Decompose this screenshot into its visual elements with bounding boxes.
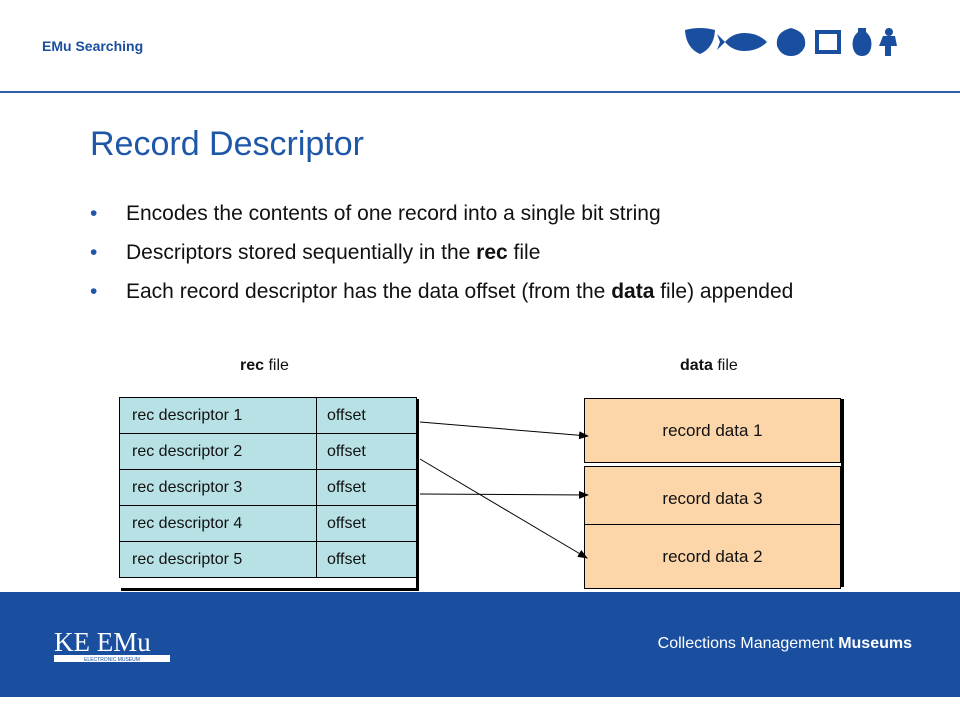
footer-bar: KE EMu ELECTRONIC MUSEUM Collections Man… xyxy=(0,592,960,697)
bullet-text-bold: rec xyxy=(476,241,508,264)
footer-tagline-bold: Museums xyxy=(838,635,912,652)
header-icon-strip xyxy=(685,28,897,56)
bullet-marker: • xyxy=(90,280,98,303)
bullet-text: Encodes the contents of one record into … xyxy=(126,202,661,225)
data-file-label: data file xyxy=(680,357,738,375)
rec-row: rec descriptor 5 offset xyxy=(119,541,417,578)
rec-descriptor-cell: rec descriptor 4 xyxy=(119,505,317,542)
rec-file-table: rec descriptor 1 offset rec descriptor 2… xyxy=(119,397,417,578)
bullet-text-bold: data xyxy=(611,280,655,303)
bullet-text-post: file) appended xyxy=(654,280,794,303)
logo-subtext: ELECTRONIC MUSEUM xyxy=(84,657,140,663)
bullet-list: • Encodes the contents of one record int… xyxy=(90,201,870,318)
rec-table-shadow xyxy=(121,588,419,591)
rec-offset-cell: offset xyxy=(316,469,417,506)
slide-title: Record Descriptor xyxy=(90,125,364,163)
leaf-icon xyxy=(776,28,806,56)
rec-descriptor-cell: rec descriptor 3 xyxy=(119,469,317,506)
rec-descriptor-cell: rec descriptor 2 xyxy=(119,433,317,470)
bullet-text-post: file xyxy=(507,241,541,264)
rec-descriptor-cell: rec descriptor 5 xyxy=(119,541,317,578)
bullet-item: • Each record descriptor has the data of… xyxy=(90,279,870,305)
data-block: record data 1 xyxy=(584,398,841,463)
data-block: record data 2 xyxy=(584,524,841,589)
rec-file-label-rest: file xyxy=(264,357,289,374)
rec-file-label: rec file xyxy=(240,357,289,375)
rec-offset-cell: offset xyxy=(316,505,417,542)
bullet-text-pre: Descriptors stored sequentially in the xyxy=(126,241,477,264)
mask-icon xyxy=(685,28,715,54)
rec-row: rec descriptor 2 offset xyxy=(119,433,417,470)
rec-row: rec descriptor 1 offset xyxy=(119,397,417,434)
offset-arrow-2 xyxy=(419,458,588,559)
bullet-text-pre: Each record descriptor has the data offs… xyxy=(126,280,612,303)
rec-row: rec descriptor 4 offset xyxy=(119,505,417,542)
vase-icon xyxy=(852,28,872,56)
bullet-item: • Descriptors stored sequentially in the… xyxy=(90,240,870,266)
ke-emu-logo: KE EMu ELECTRONIC MUSEUM xyxy=(54,627,170,663)
rec-row: rec descriptor 3 offset xyxy=(119,469,417,506)
footer-tagline-plain: Collections Management xyxy=(657,635,839,652)
rec-offset-cell: offset xyxy=(316,541,417,578)
fish-icon xyxy=(717,33,767,51)
bullet-item: • Encodes the contents of one record int… xyxy=(90,201,870,227)
rec-descriptor-cell: rec descriptor 1 xyxy=(119,397,317,434)
rec-offset-cell: offset xyxy=(316,397,417,434)
bullet-marker: • xyxy=(90,202,98,225)
figure-icon xyxy=(879,28,897,56)
data-file-label-rest: file xyxy=(712,357,738,374)
rec-file-label-bold: rec xyxy=(240,357,265,374)
data-file-shadow xyxy=(841,399,844,587)
footer-tagline: Collections Management Museums xyxy=(658,635,912,653)
rec-table-shadow xyxy=(416,399,419,590)
header-title: EMu Searching xyxy=(42,38,144,54)
data-block: record data 3 xyxy=(584,466,841,531)
frame-icon xyxy=(815,30,841,54)
bottom-margin xyxy=(0,697,960,720)
logo-text: KE EMu xyxy=(54,627,151,657)
offset-arrow-1 xyxy=(419,421,589,440)
rec-offset-cell: offset xyxy=(316,433,417,470)
data-file-label-bold: data xyxy=(680,357,713,374)
header-divider xyxy=(0,91,960,93)
bullet-marker: • xyxy=(90,241,98,264)
offset-arrow-3 xyxy=(419,490,589,499)
